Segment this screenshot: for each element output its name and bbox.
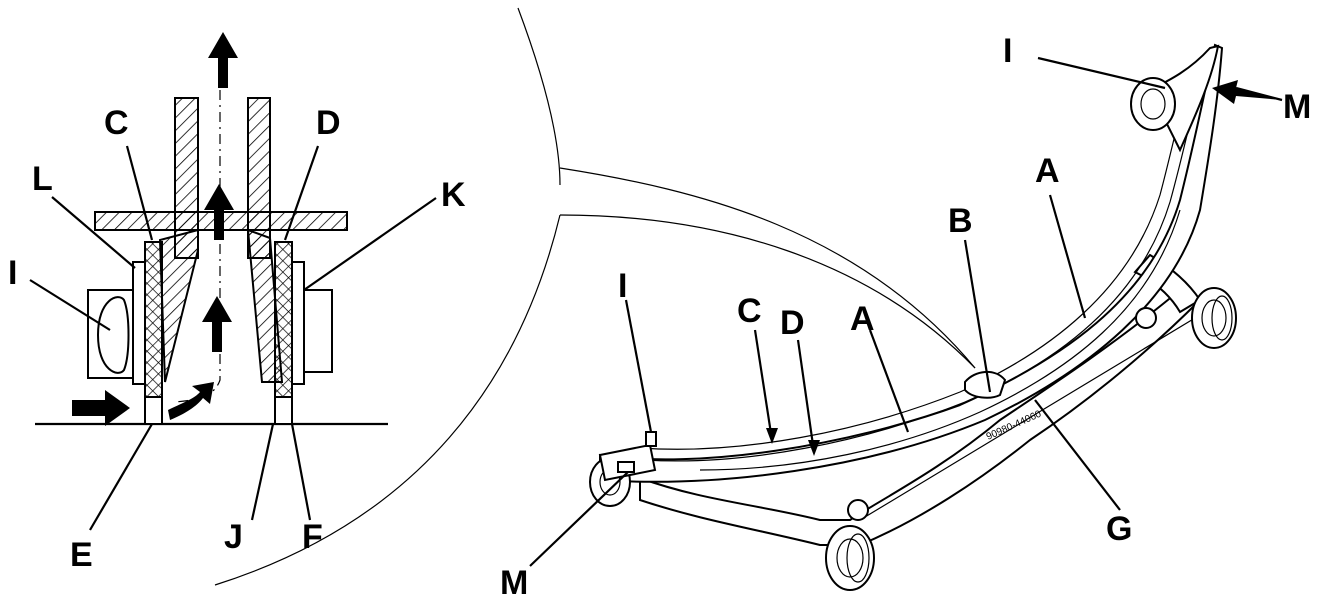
liner-left-bottom (144, 396, 163, 425)
leader-right-a-upper (1048, 194, 1087, 319)
leader-left-k (303, 197, 437, 291)
track-inner-rail-3 (699, 209, 1181, 471)
flow-arrow-up-top (208, 32, 238, 88)
label-right-i-left: I (618, 267, 627, 305)
flow-arrow-up-lower (202, 296, 232, 352)
leader-right-i-left (624, 299, 653, 433)
roller-right (1191, 287, 1237, 349)
clip-b (964, 371, 1007, 399)
leader-right-a-lower (868, 329, 910, 433)
label-right-b: B (948, 202, 973, 240)
bolt-bottom (847, 499, 869, 521)
label-left-f: F (302, 518, 323, 556)
track-inner-rail-1 (639, 77, 1191, 450)
label-right-g: G (1106, 510, 1132, 548)
bracket-right (303, 289, 333, 373)
label-left-e: E (70, 536, 93, 574)
zoom-line-lower (559, 214, 976, 369)
track-outer-rail (599, 43, 1224, 483)
leader-left-j (250, 423, 275, 521)
track-assembly-view: 90980-44060 I M A B I C D A G M (500, 32, 1311, 601)
leader-right-m-bottom (529, 471, 629, 567)
leader-left-d (283, 145, 320, 241)
cross-section-view: C D L K I E J F (8, 7, 976, 586)
housing-left (132, 261, 146, 385)
leader-left-c (125, 145, 154, 241)
flow-arrow-in (72, 390, 130, 426)
label-left-j: J (224, 518, 243, 556)
label-right-i-top: I (1003, 32, 1012, 70)
bolt-right (1135, 307, 1157, 329)
label-left-l: L (32, 160, 53, 198)
detail-circle-arc-top (517, 7, 561, 186)
leader-left-i (29, 279, 111, 331)
liner-right-bottom (274, 396, 293, 425)
zoom-line-upper (559, 167, 976, 369)
leader-right-m-top (1235, 86, 1283, 102)
label-left-c: C (104, 104, 129, 142)
label-right-m-bottom: M (500, 564, 528, 601)
arm-rod (859, 314, 1201, 521)
notch-m-bottom (617, 461, 635, 473)
detail-circle-arc-bottom (214, 214, 561, 586)
flow-arrow-up-middle (204, 184, 234, 240)
label-right-a-lower: A (850, 300, 875, 338)
leader-left-e (89, 423, 153, 531)
sleeve-left (144, 241, 163, 398)
leader-right-b (963, 239, 992, 393)
leader-right-g (1034, 399, 1121, 511)
leader-right-i-top (1037, 56, 1166, 90)
leader-right-d (796, 339, 816, 453)
label-right-m-top: M (1283, 88, 1311, 126)
roller-i-shape (96, 296, 130, 374)
label-right-c: C (737, 292, 762, 330)
sleeve-right (274, 241, 293, 398)
label-left-i: I (8, 254, 17, 292)
label-left-d: D (316, 104, 341, 142)
leader-left-l (51, 196, 136, 269)
label-right-d: D (780, 304, 805, 342)
track-inner-rail-2 (644, 81, 1201, 462)
cone-wall-left (158, 228, 199, 383)
leader-left-f (290, 423, 312, 521)
arrowhead-right-d (808, 440, 820, 456)
label-left-k: K (441, 176, 466, 214)
roller-bottom (825, 525, 875, 591)
label-right-a-upper: A (1035, 152, 1060, 190)
leader-right-c (753, 329, 774, 441)
catch-i-left (645, 431, 657, 447)
arrowhead-right-c (766, 428, 778, 444)
flow-arrow-curve (168, 382, 214, 420)
housing-right (291, 261, 305, 385)
roller-top (1130, 77, 1176, 131)
